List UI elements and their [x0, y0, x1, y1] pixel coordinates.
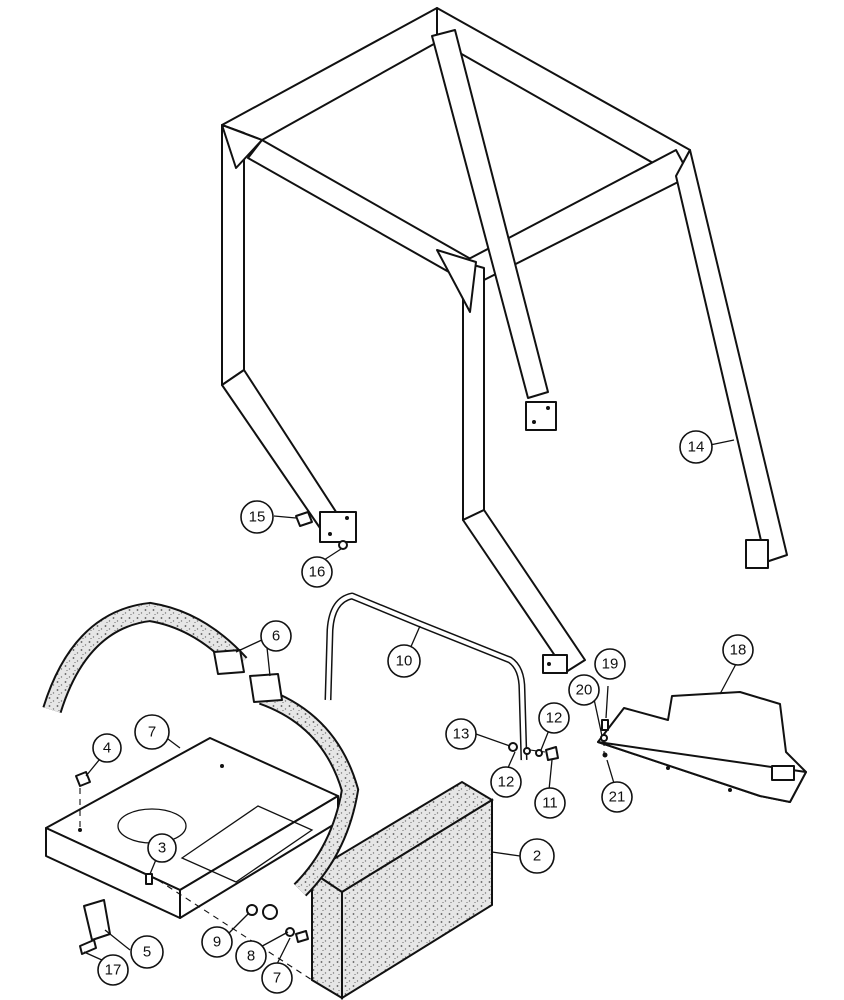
- seat-plate: [45, 737, 339, 919]
- callout-6: 6: [260, 620, 292, 652]
- callout-13: 13: [445, 718, 477, 750]
- callout-18: 18: [722, 634, 754, 666]
- svg-text:2: 2: [533, 848, 541, 865]
- callout-11: 11: [534, 787, 566, 819]
- callout-21: 21: [601, 781, 633, 813]
- svg-text:21: 21: [609, 789, 626, 806]
- callout-5: 5: [130, 935, 164, 969]
- svg-text:15: 15: [249, 509, 266, 526]
- svg-text:14: 14: [688, 439, 705, 456]
- callout-20: 20: [568, 674, 600, 706]
- callout-9: 9: [201, 926, 233, 958]
- callout-12a: 12: [538, 702, 570, 734]
- svg-text:20: 20: [576, 682, 593, 699]
- svg-text:10: 10: [396, 653, 413, 670]
- svg-text:11: 11: [542, 795, 558, 812]
- svg-text:5: 5: [143, 944, 151, 961]
- svg-text:3: 3: [158, 840, 166, 857]
- callout-19: 19: [594, 648, 626, 680]
- seat-belt: [42, 601, 360, 920]
- callout-8: 8: [235, 940, 267, 972]
- shield-panel: [597, 691, 807, 803]
- svg-text:17: 17: [105, 962, 122, 979]
- svg-text:12: 12: [546, 710, 563, 727]
- svg-text:13: 13: [453, 726, 470, 743]
- svg-text:4: 4: [103, 740, 111, 757]
- callout-12b: 12: [490, 766, 522, 798]
- callout-10: 10: [387, 644, 421, 678]
- svg-text:12: 12: [498, 774, 515, 791]
- callout-2: 2: [519, 838, 555, 874]
- callout-17: 17: [97, 954, 129, 986]
- svg-text:8: 8: [247, 948, 255, 965]
- svg-text:7: 7: [273, 970, 281, 987]
- svg-text:9: 9: [213, 934, 221, 951]
- callout-3: 3: [147, 833, 177, 863]
- seat-cushion: [310, 780, 494, 1000]
- callout-16: 16: [301, 556, 333, 588]
- rops-frame: [221, 7, 788, 674]
- svg-text:18: 18: [730, 642, 747, 659]
- grab-handle: [324, 592, 528, 761]
- svg-text:6: 6: [272, 628, 280, 645]
- svg-text:16: 16: [309, 564, 326, 581]
- callout-7a: 7: [134, 714, 170, 750]
- callout-4: 4: [92, 733, 122, 763]
- svg-text:7: 7: [148, 724, 156, 741]
- callout-7b: 7: [261, 962, 293, 994]
- svg-text:19: 19: [602, 656, 619, 673]
- assembly-lines: [79, 740, 605, 981]
- callout-14: 14: [679, 430, 713, 464]
- callout-15: 15: [240, 500, 274, 534]
